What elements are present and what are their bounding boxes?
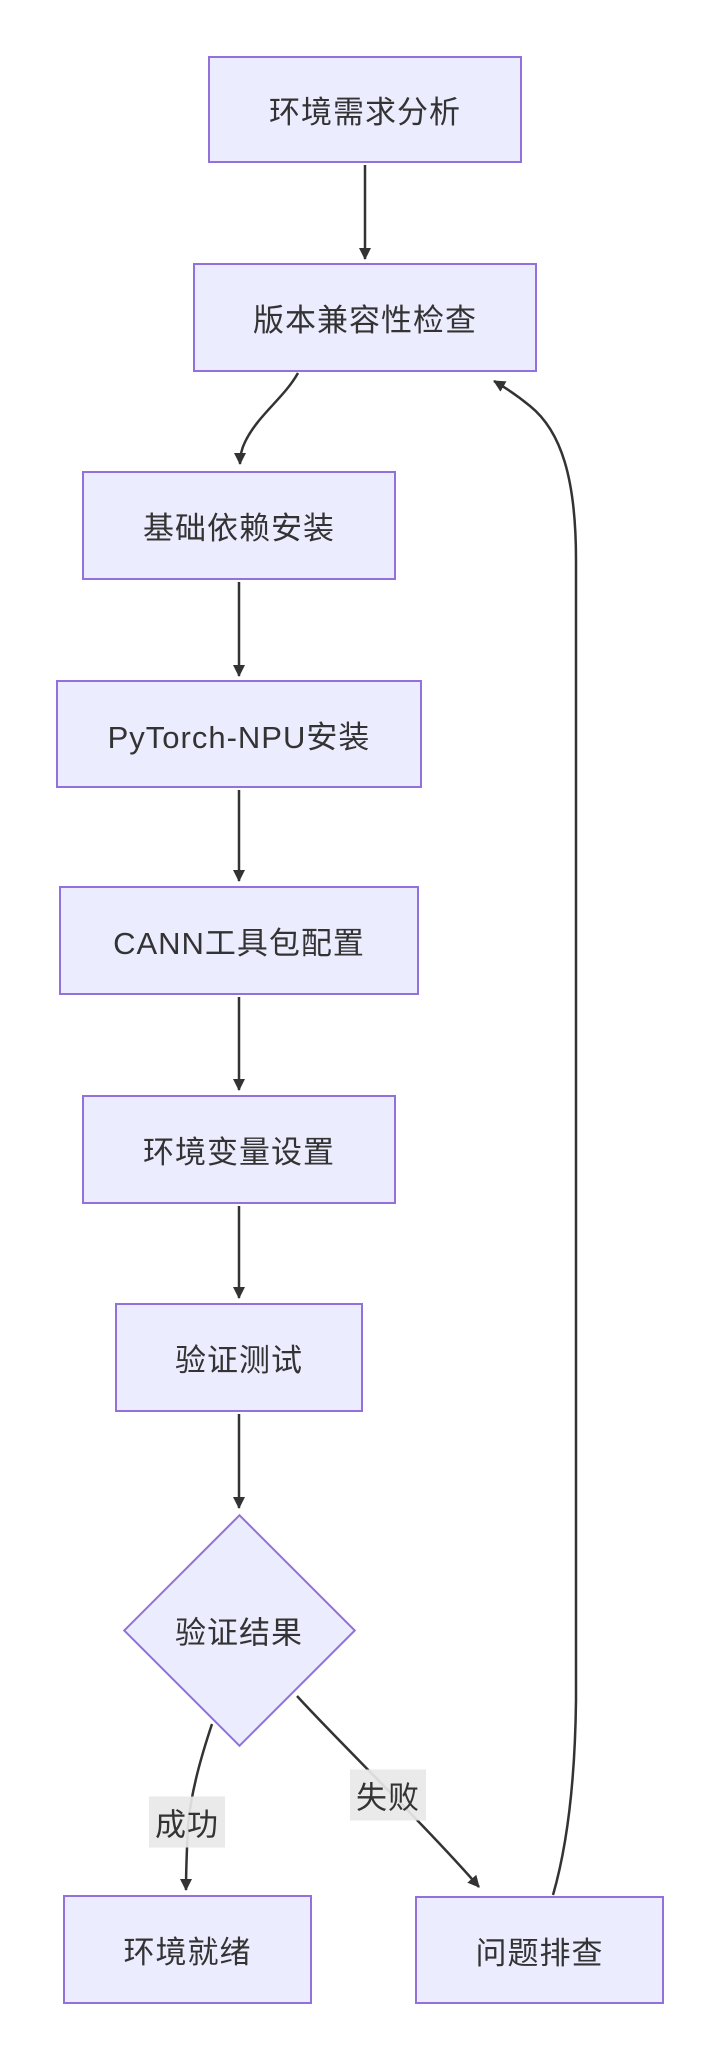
node-env-requirements-analysis: 环境需求分析	[208, 56, 522, 163]
edge-J-to-B-return	[493, 379, 578, 1896]
node-pytorch-npu-install: PyTorch-NPU安装	[56, 680, 422, 788]
edge-B-to-C	[234, 372, 300, 465]
node-verification-test: 验证测试	[115, 1303, 363, 1412]
node-cann-toolkit-config: CANN工具包配置	[59, 886, 419, 995]
node-base-dependency-install: 基础依赖安装	[82, 471, 396, 580]
node-env-variables-setup: 环境变量设置	[82, 1095, 396, 1204]
node-version-compatibility-check: 版本兼容性检查	[193, 263, 537, 372]
node-environment-ready: 环境就绪	[63, 1895, 312, 2004]
edge-label-success: 成功	[149, 1796, 225, 1848]
node-troubleshooting: 问题排查	[415, 1896, 664, 2004]
decision-verification-result-label: 验证结果	[175, 1615, 303, 1651]
edge-label-failure: 失败	[350, 1769, 426, 1821]
